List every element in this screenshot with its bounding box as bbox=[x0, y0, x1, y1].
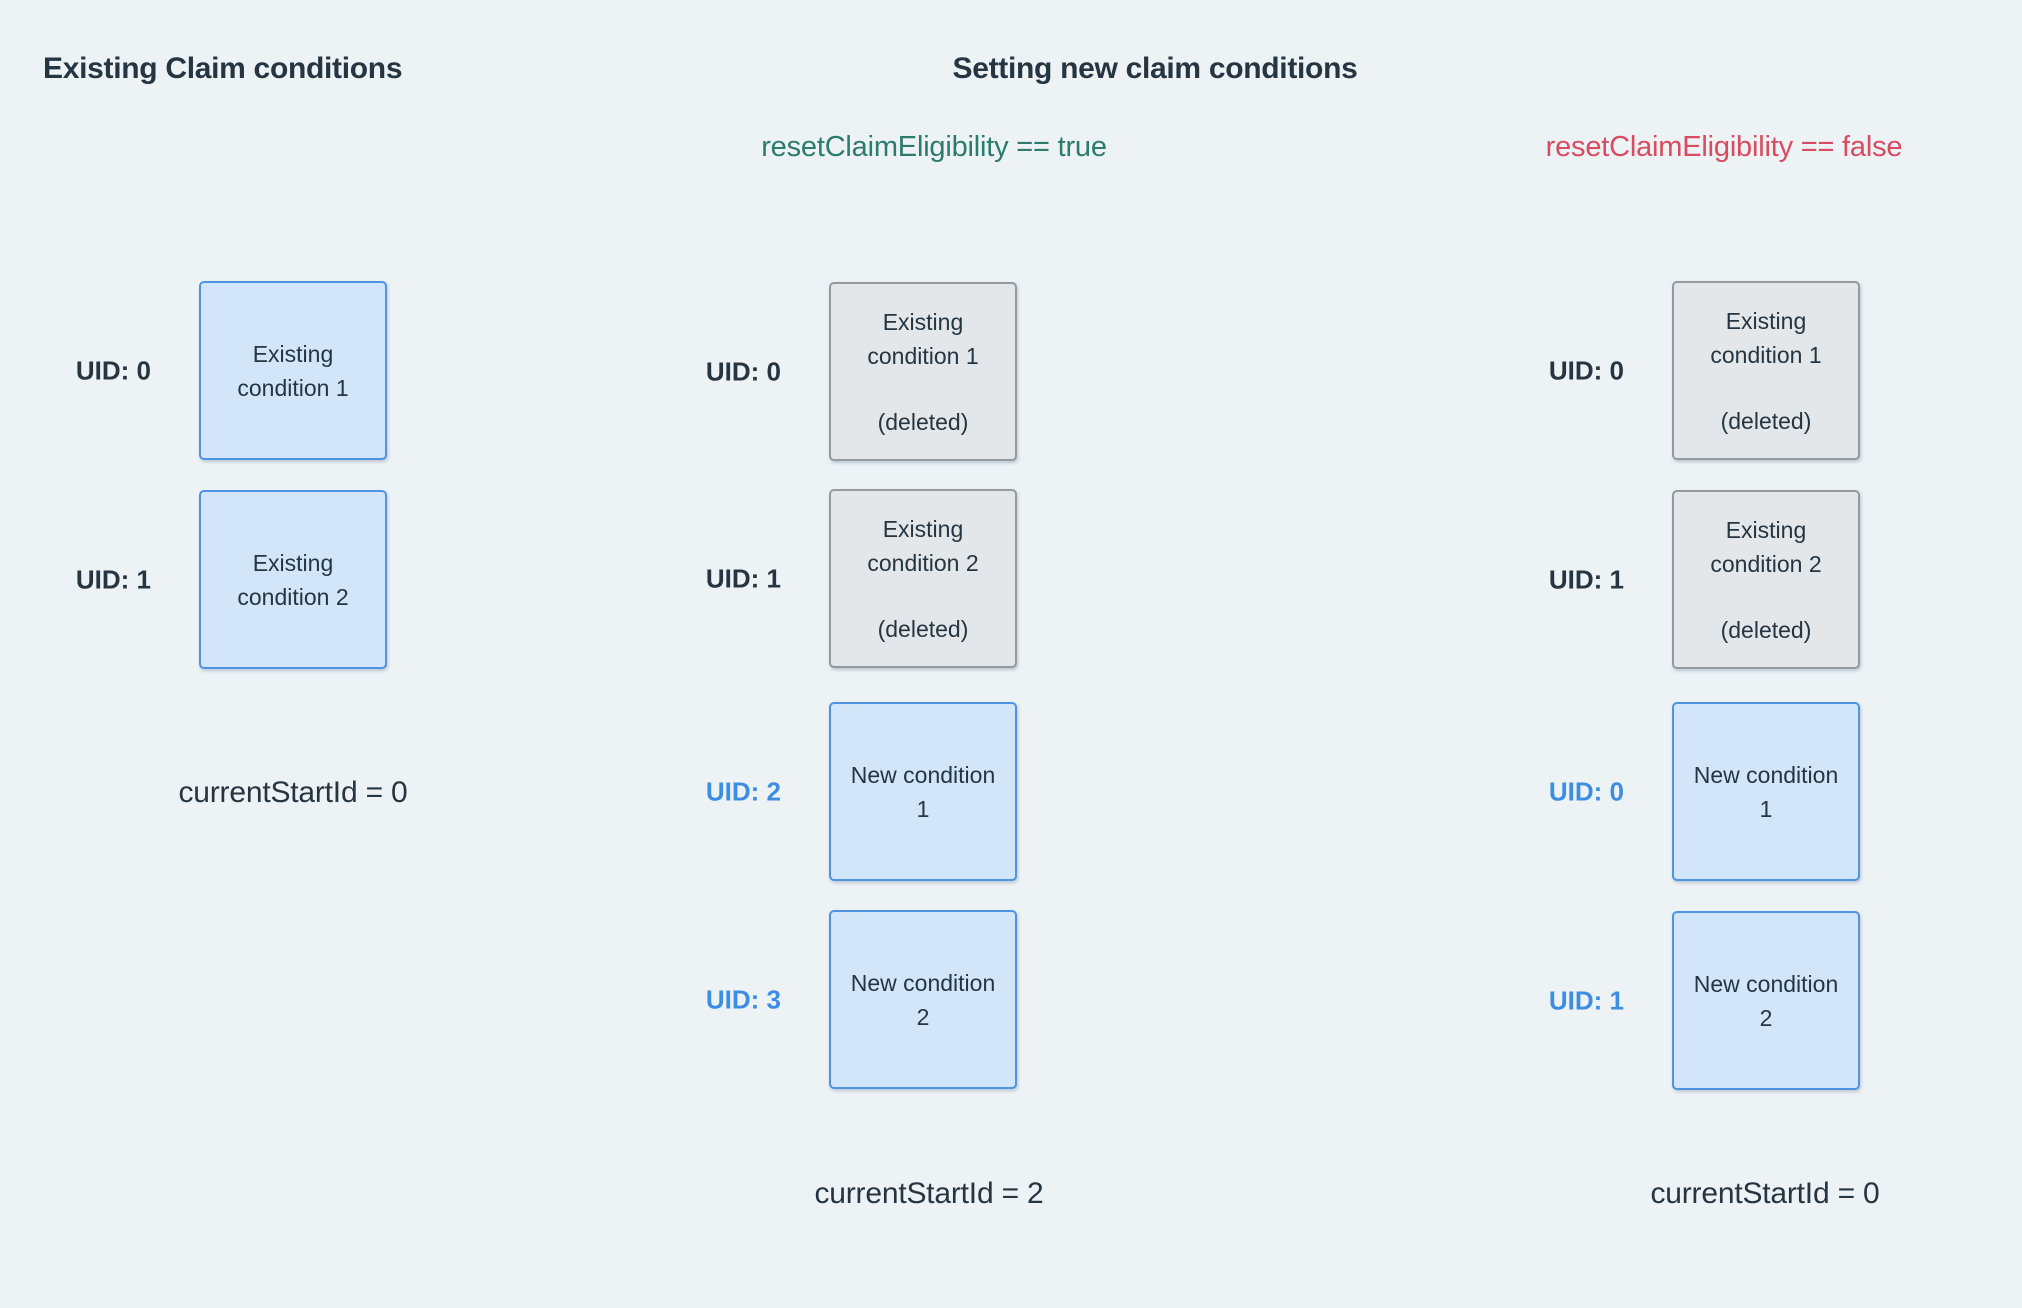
condition-box-label: Existing condition 2 bbox=[237, 549, 349, 610]
uid-label: UID: 1 bbox=[1548, 985, 1624, 1015]
condition-box-label: New condition 2 bbox=[1693, 970, 1839, 1031]
condition-box-status: (deleted) bbox=[877, 408, 969, 435]
uid-label: UID: 0 bbox=[75, 355, 151, 385]
condition-row: UID: 2 New condition 1 bbox=[706, 702, 1017, 881]
condition-box-label: Existing condition 1 bbox=[1710, 307, 1822, 368]
current-start-id-reset-true: currentStartId = 2 bbox=[814, 1177, 1044, 1210]
heading-existing-claim-conditions: Existing Claim conditions bbox=[43, 52, 403, 85]
condition-row: UID: 1 Existing condition 2 (deleted) bbox=[1549, 490, 1860, 669]
condition-row: UID: 3 New condition 2 bbox=[706, 910, 1017, 1089]
uid-label: UID: 3 bbox=[705, 984, 781, 1014]
condition-box-label: Existing condition 1 bbox=[237, 340, 349, 401]
condition-row: UID: 1 New condition 2 bbox=[1549, 911, 1860, 1090]
uid-label: UID: 1 bbox=[75, 564, 151, 594]
uid-label: UID: 0 bbox=[1548, 355, 1624, 385]
condition-box-label: Existing condition 2 bbox=[1710, 516, 1822, 577]
condition-box-label: New condition 1 bbox=[1693, 761, 1839, 822]
mode-label-reset-true: resetClaimEligibility == true bbox=[761, 131, 1107, 163]
new-condition-box: New condition 1 bbox=[1672, 702, 1860, 881]
condition-row: UID: 1 Existing condition 2 (deleted) bbox=[706, 489, 1017, 668]
existing-condition-box: Existing condition 1 bbox=[199, 281, 387, 460]
current-start-id-existing: currentStartId = 0 bbox=[178, 776, 408, 809]
condition-box-status: (deleted) bbox=[1720, 616, 1812, 643]
condition-row: UID: 0 Existing condition 1 bbox=[76, 281, 387, 460]
existing-condition-box: Existing condition 2 bbox=[199, 490, 387, 669]
condition-box-label: Existing condition 1 bbox=[867, 308, 979, 369]
uid-label: UID: 0 bbox=[705, 356, 781, 386]
uid-label: UID: 1 bbox=[1548, 564, 1624, 594]
deleted-condition-box: Existing condition 1 (deleted) bbox=[829, 282, 1017, 461]
condition-box-label: New condition 1 bbox=[850, 761, 996, 822]
new-condition-box: New condition 1 bbox=[829, 702, 1017, 881]
uid-label: UID: 2 bbox=[705, 776, 781, 806]
condition-row: UID: 1 Existing condition 2 bbox=[76, 490, 387, 669]
condition-box-label: New condition 2 bbox=[850, 969, 996, 1030]
new-condition-box: New condition 2 bbox=[1672, 911, 1860, 1090]
mode-label-reset-false: resetClaimEligibility == false bbox=[1545, 131, 1903, 163]
condition-row: UID: 0 Existing condition 1 (deleted) bbox=[1549, 281, 1860, 460]
condition-row: UID: 0 New condition 1 bbox=[1549, 702, 1860, 881]
new-condition-box: New condition 2 bbox=[829, 910, 1017, 1089]
uid-label: UID: 0 bbox=[1548, 776, 1624, 806]
deleted-condition-box: Existing condition 1 (deleted) bbox=[1672, 281, 1860, 460]
condition-box-status: (deleted) bbox=[1720, 407, 1812, 434]
condition-box-label: Existing condition 2 bbox=[867, 515, 979, 576]
deleted-condition-box: Existing condition 2 (deleted) bbox=[829, 489, 1017, 668]
condition-row: UID: 0 Existing condition 1 (deleted) bbox=[706, 282, 1017, 461]
uid-label: UID: 1 bbox=[705, 563, 781, 593]
deleted-condition-box: Existing condition 2 (deleted) bbox=[1672, 490, 1860, 669]
condition-box-status: (deleted) bbox=[877, 615, 969, 642]
current-start-id-reset-false: currentStartId = 0 bbox=[1650, 1177, 1880, 1210]
heading-setting-new-claim-conditions: Setting new claim conditions bbox=[952, 52, 1358, 85]
